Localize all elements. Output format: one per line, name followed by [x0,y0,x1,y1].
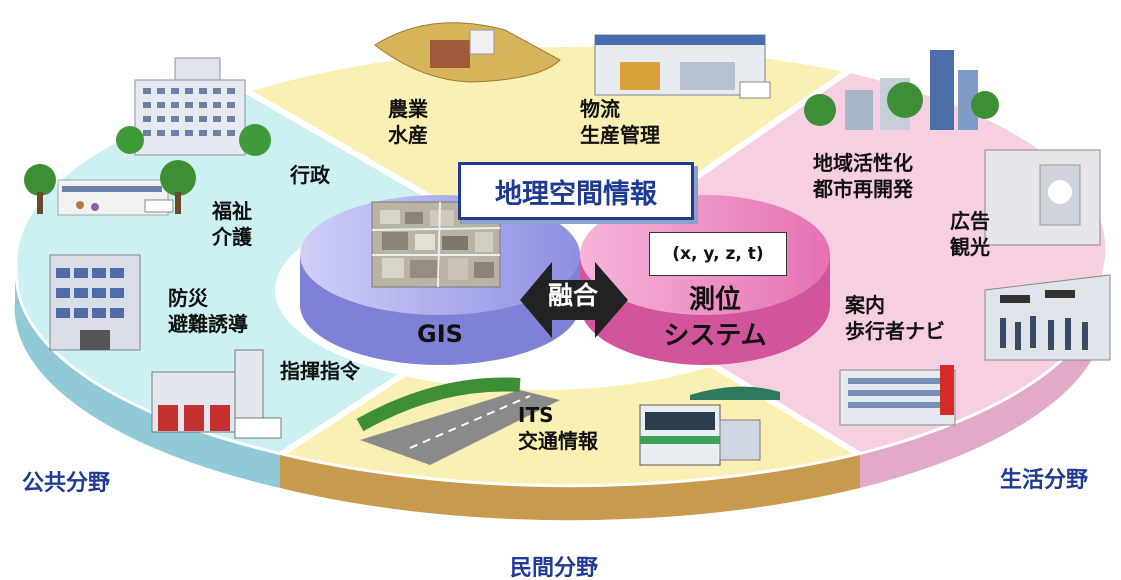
train-illustration [639,386,780,466]
coordinates-box: (x, y, z, t) [649,232,787,276]
welfare-line-2: 介護 [212,225,252,249]
government-building-illustration [116,57,271,156]
gis-label: GIS [417,320,463,348]
aerial-map-image [371,201,501,288]
command-label: 指揮指令 [280,359,360,383]
fire-station-illustration [151,349,282,439]
disaster-label: 防災 避難誘導 [168,285,248,337]
department-store-illustration [839,365,956,426]
administration-label: 行政 [290,163,330,187]
advertising-label: 広告 観光 [950,208,990,260]
agriculture-line-1: 農業 [388,97,428,121]
fusion-double-arrow [520,262,628,338]
welfare-label: 福祉 介護 [212,198,252,250]
welfare-facility-illustration [24,160,196,216]
life-sector-edge [860,272,1106,488]
guide-line-1: 案内 [845,293,885,317]
positioning-line-2: システム [663,321,767,351]
farm-illustration [374,22,561,83]
logistics-label: 物流 生産管理 [580,96,660,148]
disaster-building-illustration [49,254,141,351]
positioning-system-label: 測位 システム [630,282,800,354]
disaster-line-2: 避難誘導 [168,312,248,336]
welfare-line-1: 福祉 [212,199,252,223]
highway-illustration [356,377,560,465]
advertising-building-illustration [984,149,1101,246]
logistics-warehouse-illustration [594,34,771,99]
logistics-line-2: 生産管理 [580,123,660,147]
station-platform-illustration [984,274,1111,361]
guide-label: 案内 歩行者ナビ [845,292,945,344]
its-label: ITS 交通情報 [518,402,598,454]
life-sector-title: 生活分野 [1000,468,1089,493]
regional-label: 地域活性化 都市再開発 [813,150,913,202]
agriculture-label: 農業 水産 [388,96,428,148]
fusion-label: 融合 [547,281,598,310]
its-line-1: ITS [518,403,554,427]
private-sector-top-wedge [237,40,858,276]
advertising-line-1: 広告 [950,209,990,233]
private-sector-title: 民間分野 [510,556,599,580]
positioning-line-1: 測位 [688,285,741,315]
private-sector-edge [280,455,860,521]
logistics-line-1: 物流 [580,97,620,121]
city-skyline-illustration [804,50,999,130]
regional-line-1: 地域活性化 [813,151,913,175]
its-line-2: 交通情報 [518,429,598,453]
geospatial-info-title: 地理空間情報 [458,162,694,220]
disaster-line-1: 防災 [168,286,208,310]
public-sector-edge [14,272,281,488]
public-sector-title: 公共分野 [22,471,111,496]
agriculture-line-2: 水産 [388,123,428,147]
regional-line-2: 都市再開発 [813,177,913,201]
advertising-line-2: 観光 [950,235,990,259]
guide-line-2: 歩行者ナビ [845,319,945,343]
